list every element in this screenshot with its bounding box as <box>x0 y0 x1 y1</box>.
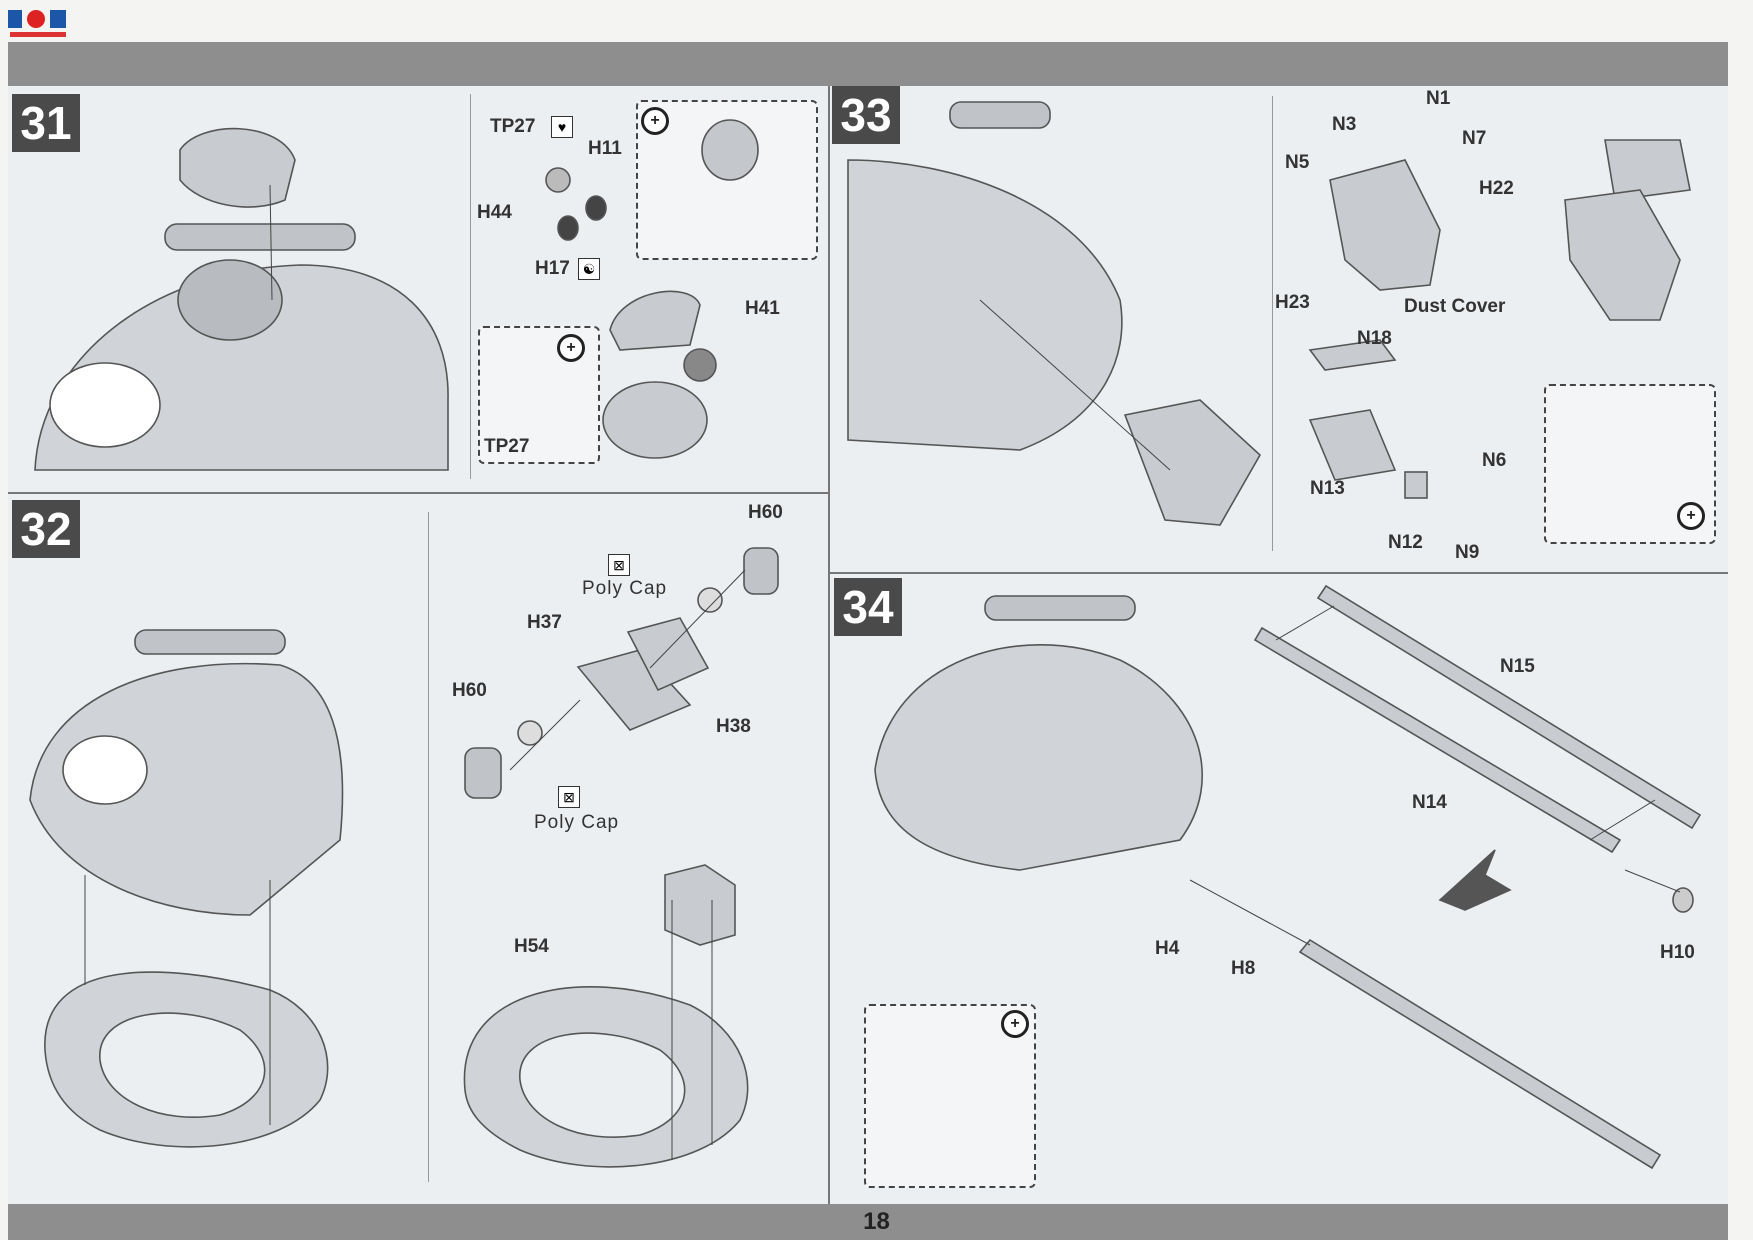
step31-part-h41 <box>609 290 701 351</box>
step31-lens-c <box>683 348 717 382</box>
step31-detail-bracket <box>470 94 471 479</box>
step34-barrel-n14 <box>1253 626 1622 854</box>
label-n14: N14 <box>1412 792 1447 813</box>
step32-hatch-opening <box>62 735 148 805</box>
step34-barrel-n15 <box>1316 584 1702 830</box>
step34-turret <box>874 644 1203 871</box>
label-tp27-detail: TP27 <box>484 436 530 457</box>
step33-n18 <box>1308 339 1397 371</box>
step33-right-top <box>1604 139 1691 201</box>
label-n15: N15 <box>1500 656 1535 677</box>
step34-direction-arrow <box>1438 849 1512 911</box>
label-h22: H22 <box>1479 178 1514 199</box>
step32-tube <box>134 629 286 655</box>
step31-part-h11 <box>545 167 571 193</box>
step31-lens-b <box>557 215 579 241</box>
label-h11: H11 <box>588 138 622 159</box>
step-number-32: 32 <box>12 500 80 558</box>
label-n18: N18 <box>1357 328 1392 349</box>
paint-swatch-icon: ☯ <box>578 258 600 280</box>
step31-part-base <box>602 381 708 459</box>
step32-ring-left <box>44 971 329 1148</box>
step31-cupola <box>179 127 296 208</box>
magnifier-plus-icon: + <box>641 107 669 135</box>
label-h41: H41 <box>745 298 780 319</box>
step-number-33: 33 <box>832 86 900 144</box>
step32-detail-bracket <box>428 512 429 1182</box>
step34-barrel-main <box>1298 938 1662 1170</box>
step33-detail-bracket <box>1272 96 1273 551</box>
label-poly-cap-lower: Poly Cap <box>534 812 620 833</box>
polycap-icon: ⊠ <box>608 554 630 576</box>
label-h44: H44 <box>477 202 512 223</box>
label-n9: N9 <box>1455 542 1480 563</box>
step32-polycap-b <box>697 587 723 613</box>
step32-part-h37 <box>576 649 692 731</box>
step31-tube <box>164 223 356 251</box>
page-number: 18 <box>863 1208 890 1235</box>
panel-divider-left-horizontal <box>8 492 828 494</box>
top-band <box>8 42 1728 86</box>
step33-block <box>1123 399 1262 526</box>
label-h37: H37 <box>527 612 562 633</box>
magnifier-plus-icon: + <box>1677 502 1705 530</box>
label-h23: H23 <box>1275 292 1310 313</box>
step31-hatch-ring <box>177 259 283 341</box>
step31-periscope <box>701 119 759 181</box>
polycap-icon: ⊠ <box>558 786 580 808</box>
label-dust-cover: Dust Cover <box>1404 296 1506 317</box>
label-h4: H4 <box>1155 938 1180 959</box>
step32-polycap-a <box>517 720 543 746</box>
step33-n13 <box>1308 409 1397 481</box>
step-number-34: 34 <box>834 578 902 636</box>
step32-ring-right <box>463 986 749 1168</box>
label-n13: N13 <box>1310 478 1345 499</box>
step32-part-h38 <box>626 617 710 692</box>
site-logo <box>8 10 66 37</box>
step34-tube <box>984 595 1136 621</box>
step33-tube <box>949 101 1051 129</box>
label-h8: H8 <box>1231 958 1256 979</box>
label-h60-upper: H60 <box>748 502 783 523</box>
label-h54: H54 <box>514 936 549 957</box>
panel-divider-vertical <box>828 86 830 1204</box>
label-n7: N7 <box>1462 128 1487 149</box>
step32-turret <box>29 662 344 916</box>
magnifier-plus-icon: + <box>557 334 585 362</box>
step-number-31: 31 <box>12 94 80 152</box>
label-n5: N5 <box>1285 152 1310 173</box>
label-tp27-paint: TP27 <box>490 116 536 137</box>
label-n12: N12 <box>1388 532 1423 553</box>
step34-part-h10 <box>1672 887 1694 913</box>
step32-part-h54 <box>664 864 736 946</box>
step32-part-h60-upper <box>743 547 779 595</box>
label-n6: N6 <box>1482 450 1507 471</box>
label-h38: H38 <box>716 716 751 737</box>
step31-hatch-opening <box>49 362 161 448</box>
label-h10: H10 <box>1660 942 1695 963</box>
step33-dust-cover <box>1329 159 1441 291</box>
label-n3: N3 <box>1332 114 1357 135</box>
label-h60-lower: H60 <box>452 680 487 701</box>
magnifier-plus-icon: + <box>1001 1010 1029 1038</box>
panel-divider-right-horizontal <box>830 572 1728 574</box>
paint-swatch-icon: ♥ <box>551 116 573 138</box>
footer-band <box>8 1204 1728 1240</box>
step32-part-h60-lower <box>464 747 502 799</box>
step33-n12 <box>1404 471 1428 499</box>
step31-lens-a <box>585 195 607 221</box>
label-poly-cap-upper: Poly Cap <box>582 578 668 599</box>
label-h17: H17 <box>535 258 570 279</box>
step33-right-body <box>1564 189 1681 321</box>
label-n1: N1 <box>1426 88 1451 109</box>
